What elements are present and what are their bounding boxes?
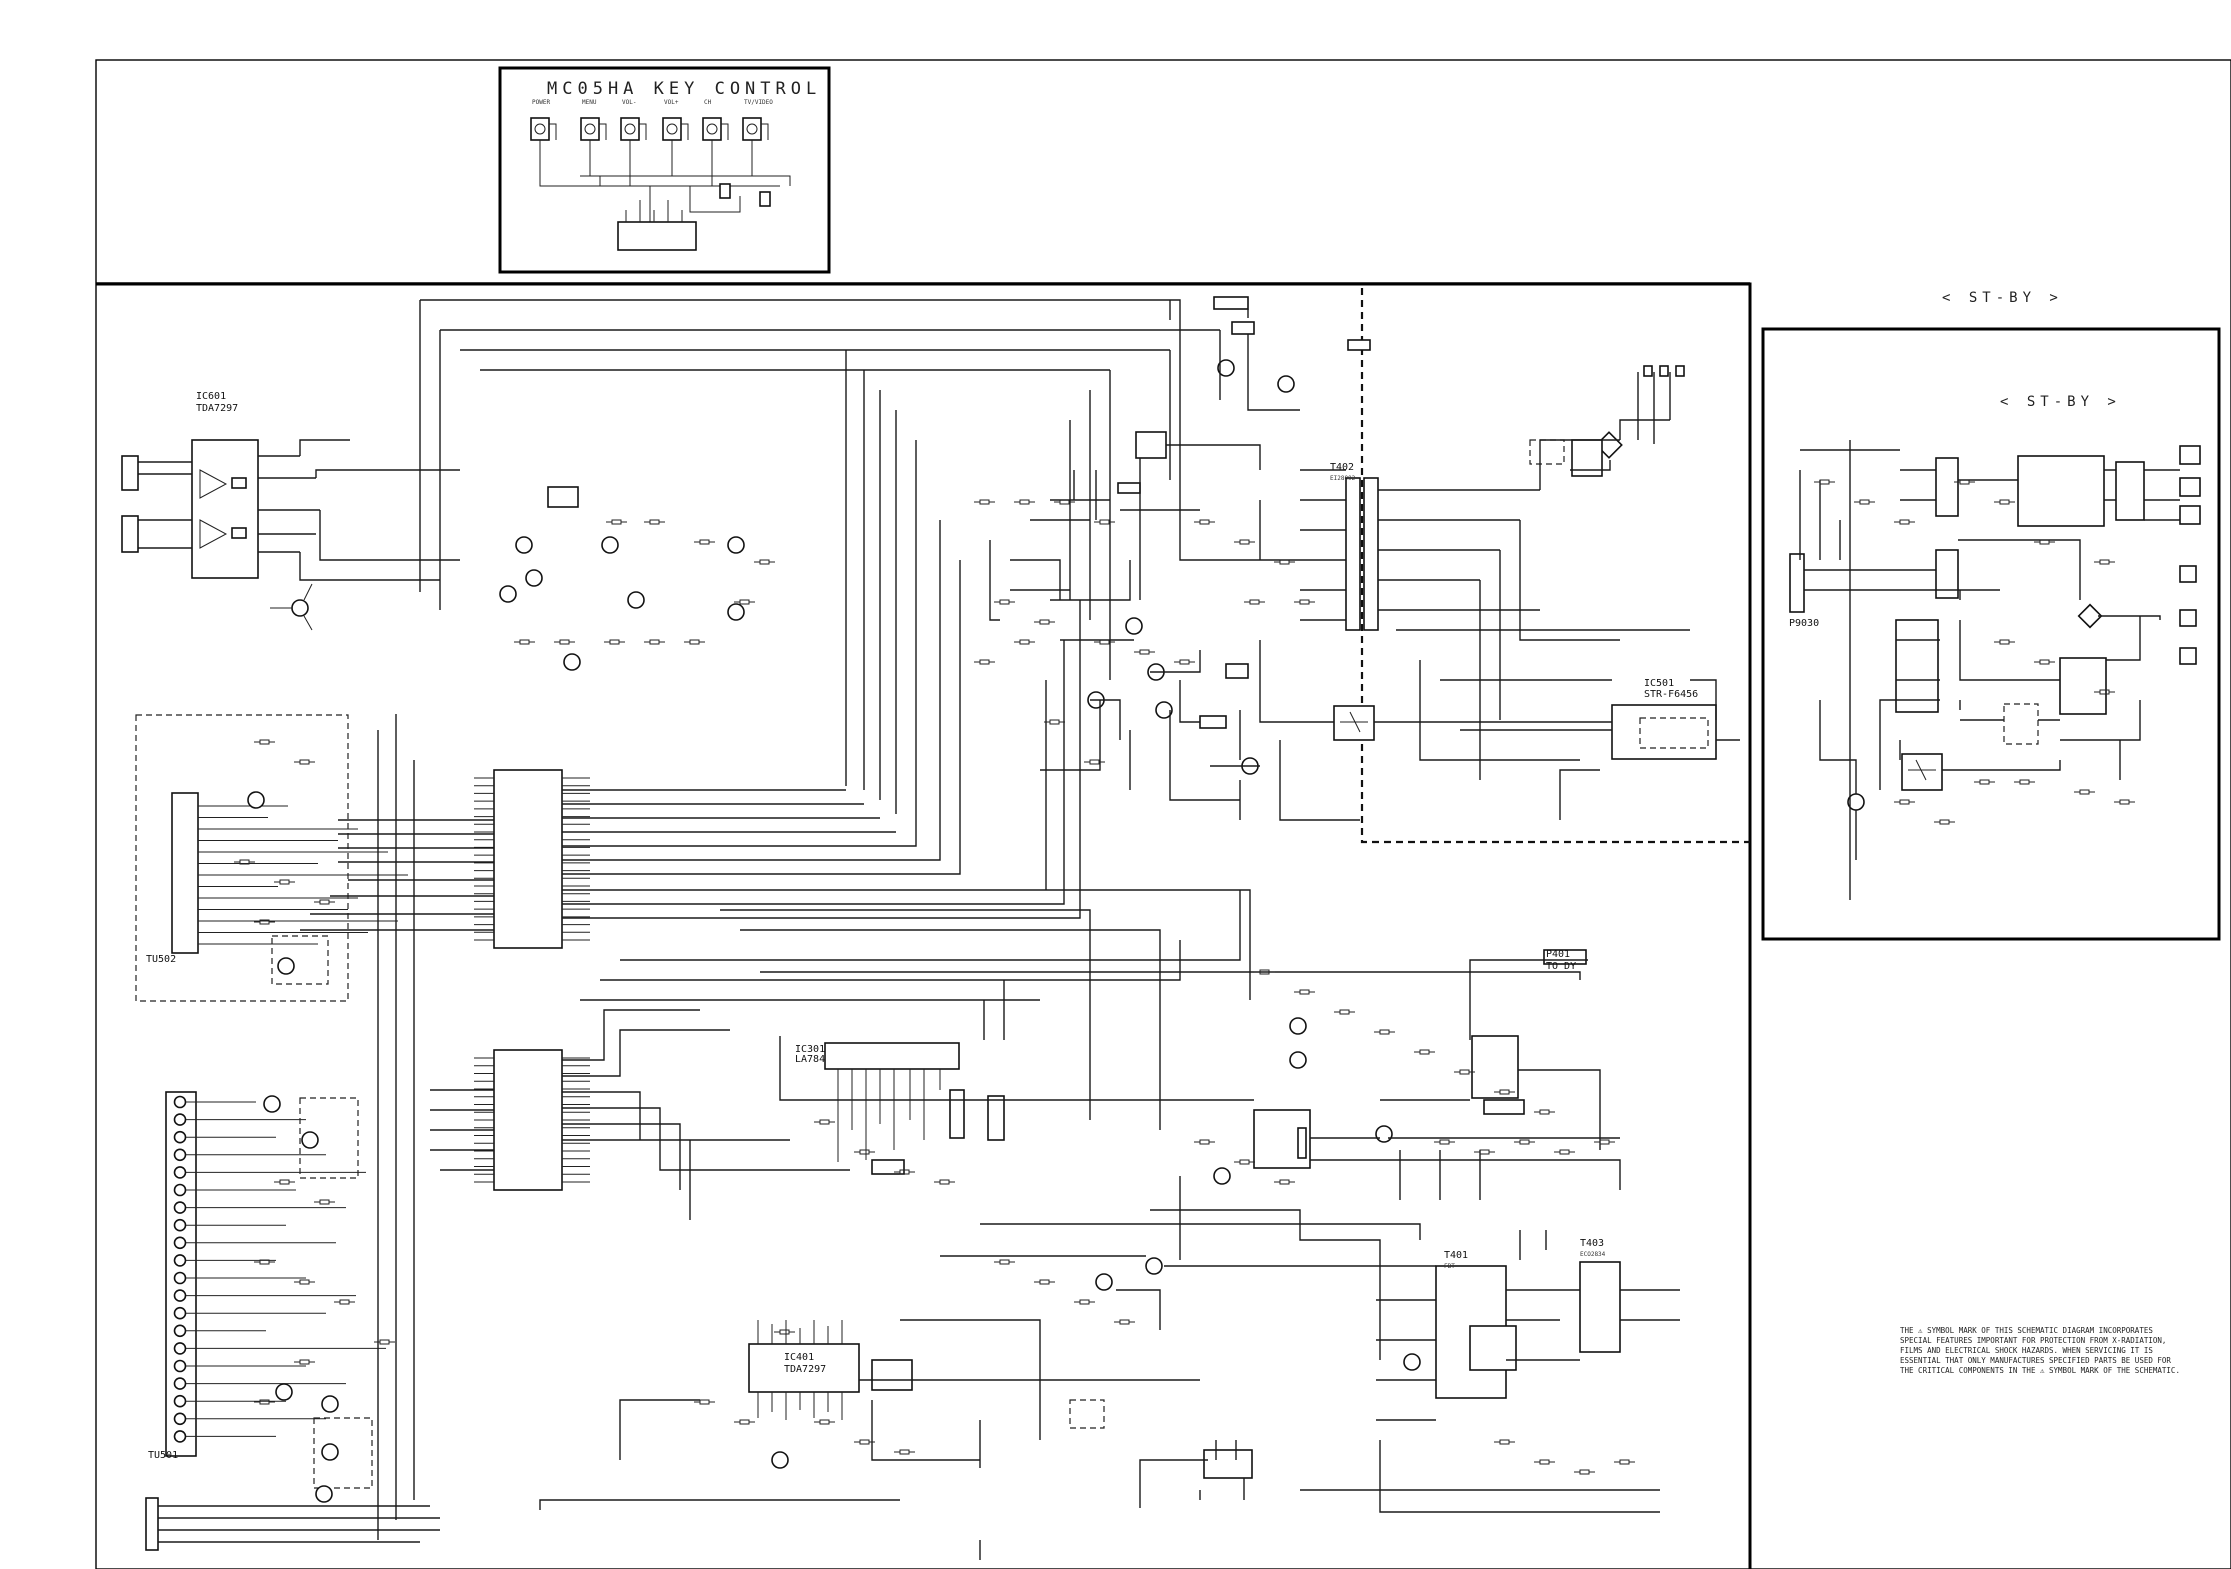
ic401-ref: IC401: [784, 1352, 814, 1363]
key-switch-label: VOL+: [664, 99, 679, 106]
rca-jack: [173, 1394, 187, 1408]
t403-ref: T403: [1580, 1238, 1604, 1249]
jack-tu501-ref: TU501: [148, 1450, 178, 1461]
ic401-sound: IC401 TDA7297: [748, 1320, 913, 1469]
rca-jack: [173, 1271, 187, 1285]
rca-jack: [173, 1359, 187, 1373]
rca-jack: [173, 1324, 187, 1338]
safety-note-line-4: ESSENTIAL THAT ONLY MANUFACTURES SPECIFI…: [1900, 1356, 2171, 1365]
t401-part: FBT: [1444, 1263, 1455, 1270]
ic601-part: TDA7297: [196, 403, 238, 414]
rca-jack: [173, 1095, 187, 1109]
t403-transformer: [1579, 1261, 1621, 1353]
rca-jack: [173, 1430, 187, 1443]
key-switch-vol-: VOL+: [662, 99, 689, 148]
rca-jack: [173, 1148, 187, 1162]
rca-jack: [173, 1113, 187, 1126]
key-switch-label: MENU: [582, 99, 597, 106]
safety-note-line-3: FILMS AND ELECTRICAL SHOCK HAZARDS. WHEN…: [1900, 1346, 2153, 1355]
ic501-body: [1611, 704, 1717, 760]
rca-jack: [173, 1201, 187, 1214]
rca-jack: [173, 1166, 187, 1179]
rca-jack: [173, 1183, 187, 1197]
standby-outer-title: < ST-BY >: [1942, 290, 2063, 306]
key-switch-power: POWER: [530, 99, 557, 148]
rca-jack: [173, 1254, 187, 1267]
deflection-section: P401 TO DY T401 FBT T403 ECO2834: [1069, 949, 1621, 1479]
key-switch-label: POWER: [532, 99, 550, 106]
outer-frame: [95, 59, 2231, 1569]
ic601-body: [191, 439, 259, 579]
p9030-connector: [1789, 553, 1805, 613]
ic501-ref: IC501: [1644, 678, 1674, 689]
safety-note-line-2: SPECIAL FEATURES IMPORTANT FOR PROTECTIO…: [1900, 1336, 2166, 1345]
micro-ic: [493, 769, 563, 949]
rca-jack: [173, 1412, 187, 1426]
safety-note: THE ⚠ SYMBOL MARK OF THIS SCHEMATIC DIAG…: [1900, 1326, 2180, 1375]
key-switch-label: TV/VIDEO: [744, 99, 773, 106]
rca-jack: [173, 1289, 187, 1302]
key-control-circuit: MC05HA KEY CONTROL POWER MENU VOL- VOL+ CH TV…: [530, 79, 821, 251]
key-switch-label: CH: [704, 99, 712, 106]
t401-ref: T401: [1444, 1250, 1468, 1261]
ic301-ref: IC301: [795, 1044, 825, 1055]
ic401-part: TDA7297: [784, 1364, 826, 1375]
rca-jack: [173, 1218, 187, 1232]
tuner-tu502: [171, 792, 199, 954]
key-switch-ch: CH: [702, 99, 729, 148]
ic601-amp: IC601 TDA7297: [121, 300, 460, 631]
ic301-vertical: IC301 LA7845: [795, 1042, 1005, 1175]
key-switch-vol-: VOL-: [620, 99, 647, 148]
rca-jack: [173, 1236, 187, 1250]
p9030-ref: P9030: [1789, 618, 1819, 629]
ic401-body: [748, 1343, 860, 1393]
pip-option-box: [135, 714, 349, 1002]
frames: [95, 59, 2231, 1569]
p401-ref: P401: [1546, 949, 1570, 960]
safety-note-line-5: THE CRITICAL COMPONENTS IN THE ⚠ SYMBOL …: [1900, 1366, 2180, 1375]
hot-ground-boundary: [1360, 288, 1750, 844]
pip-tuner: TU502: [146, 791, 408, 985]
smps-transformer-primary: [1345, 477, 1361, 631]
signal-ics: [474, 486, 745, 1191]
t402-part: EI28002: [1330, 475, 1356, 482]
smps-transformer-secondary: [1363, 477, 1379, 631]
ic301-body: [824, 1042, 960, 1070]
standby-box: [1761, 327, 2221, 941]
ic301-part: LA7845: [795, 1054, 831, 1065]
wiring: [234, 299, 2180, 1560]
standby-inner-title: < ST-BY >: [2000, 394, 2121, 410]
key-switch-menu: MENU: [580, 99, 607, 148]
rca-jack: [173, 1377, 187, 1390]
standby-panel: < ST-BY > < ST-BY > P9030: [1789, 290, 2201, 811]
t402-ref: T402: [1330, 462, 1354, 473]
key-control-box: [498, 66, 831, 274]
key-switch-tv-video: TV/VIDEO: [742, 99, 773, 148]
t403-part: ECO2834: [1580, 1251, 1606, 1258]
rca-jack: [173, 1130, 187, 1144]
tuner-tu502-ref: TU502: [146, 954, 176, 965]
safety-note-line-1: THE ⚠ SYMBOL MARK OF THIS SCHEMATIC DIAG…: [1900, 1326, 2153, 1335]
rca-jack: [173, 1306, 187, 1320]
ic501-part: STR-F6456: [1644, 689, 1698, 700]
av-input-block: TU501: [145, 1091, 440, 1551]
ic601-ref: IC601: [196, 391, 226, 402]
key-switch-label: VOL-: [622, 99, 636, 106]
p401-label: TO DY: [1546, 961, 1576, 972]
key-control-title: MC05HA KEY CONTROL: [547, 79, 821, 99]
power-supply: T402 EI28002 IC501 STR-F6456: [1087, 296, 1717, 775]
video-ic: [493, 1049, 563, 1191]
rca-jack: [173, 1342, 187, 1355]
